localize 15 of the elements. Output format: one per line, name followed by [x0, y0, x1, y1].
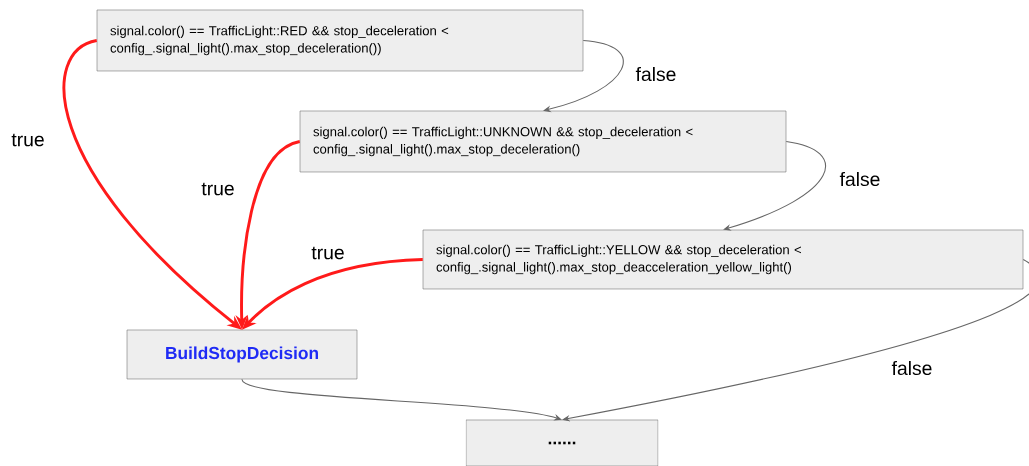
condition-box: signal.color() == TrafficLight::RED && stop_deceleration < config_.signal_light().max_stop_deceleration())	[96, 9, 584, 72]
process-box: ......	[465, 419, 659, 466]
edge-label: true	[310, 245, 346, 261]
arrow	[562, 258, 1029, 422]
arrow	[543, 39, 624, 113]
condition-box: signal.color() == TrafficLight::YELLOW && stop_deceleration < config_.signal_light().max_stop_deacceleration_yellow_light()	[422, 229, 1024, 290]
edge-label: true	[200, 181, 236, 197]
arrow	[241, 378, 562, 421]
condition-box: signal.color() == TrafficLight::UNKNOWN && stop_deceleration < config_.signal_light().max_stop_deceleration()	[299, 110, 787, 173]
arrow	[723, 140, 826, 231]
edge-label: false	[890, 359, 934, 377]
edge-label: true	[10, 132, 46, 148]
process-box: BuildStopDecision	[126, 329, 358, 380]
edge-label: false	[634, 65, 678, 83]
edge-label: false	[838, 170, 882, 188]
